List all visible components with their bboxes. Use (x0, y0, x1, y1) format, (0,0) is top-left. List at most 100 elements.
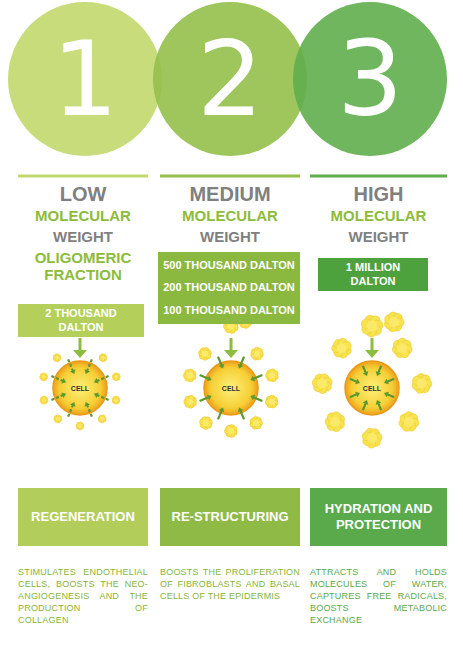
molecule-core (55, 356, 59, 360)
uptake-arrow (68, 359, 73, 372)
divider-line (18, 175, 148, 178)
molecule (225, 425, 238, 438)
effect-description: STIMULATES ENDOTHELIAL CELLS, BOOSTS THE… (18, 566, 148, 626)
label-box: HYDRATION AND PROTECTION (310, 488, 447, 546)
cell-label: CELL (222, 385, 240, 392)
cell-circle: CELL (344, 360, 400, 416)
molecule-core (269, 372, 276, 379)
molecule (265, 395, 278, 408)
dalton-value: 500 THOUSAND DALTON (163, 259, 295, 272)
molecule (200, 417, 213, 430)
uptake-arrowhead (384, 392, 389, 398)
molecule-core (100, 417, 104, 421)
molecule-core (337, 343, 347, 353)
molecule (54, 415, 62, 423)
molecule (266, 369, 279, 382)
weight-class: HIGH (310, 183, 447, 206)
molecule (251, 347, 264, 360)
uptake-arrowhead (363, 400, 369, 405)
uptake-arrowhead (238, 407, 244, 412)
molecule-core (42, 398, 46, 402)
molecule-core (228, 428, 235, 435)
molecule (76, 422, 84, 430)
molecule (332, 338, 352, 358)
uptake-arrowhead (219, 364, 225, 369)
heading-word: MOLECULAR (18, 207, 148, 224)
uptake-arrowhead (85, 369, 91, 374)
circle-fill (293, 2, 447, 156)
uptake-arrowhead (70, 369, 76, 374)
molecule-core (268, 398, 275, 405)
uptake-arrowhead (219, 407, 225, 412)
heading-word: WEIGHT (18, 228, 148, 245)
arrow-head (224, 350, 238, 358)
heading-word: WEIGHT (310, 228, 447, 245)
uptake-arrowhead (376, 371, 382, 376)
uptake-arrowhead (207, 376, 212, 382)
molecule-core (253, 420, 260, 427)
cell-circle: CELL (203, 360, 259, 416)
cell-label: CELL (71, 385, 89, 392)
cell-body (204, 361, 258, 415)
uptake-arrowhead (363, 371, 369, 376)
uptake-arrow (87, 404, 92, 417)
step-number: 1 (52, 27, 118, 131)
molecule (199, 348, 212, 361)
molecule-core (389, 317, 399, 327)
cell-body (345, 361, 399, 415)
molecule-core (78, 424, 82, 428)
uptake-arrowhead (70, 402, 76, 407)
weight-class: MEDIUM (160, 183, 300, 206)
molecule (112, 396, 120, 404)
number-circle: 1 (8, 2, 162, 156)
molecule (412, 374, 432, 394)
molecule-core (56, 417, 60, 421)
molecule-core (254, 350, 261, 357)
step-number: 3 (337, 27, 403, 131)
label-box: 500 THOUSAND DALTON 200 THOUSAND DALTON 10… (158, 252, 300, 324)
uptake-arrowhead (85, 402, 91, 407)
molecule-core (42, 375, 46, 379)
uptake-arrowhead (94, 393, 99, 399)
molecule (53, 354, 61, 362)
molecule (99, 354, 107, 362)
molecule-core (330, 417, 340, 427)
effect-description: ATTRACTS AND HOLDS MOLECULES OF WATER, C… (310, 566, 447, 626)
uptake-arrowhead (355, 392, 360, 398)
uptake-arrowhead (238, 364, 244, 369)
effect-description: BOOSTS THE PROLIFERATION OF FIBROBLASTS … (160, 566, 300, 602)
molecule-core (101, 356, 105, 360)
circle-fill (8, 2, 162, 156)
arrow-head (365, 350, 379, 358)
effect-title: REGENERATION (31, 509, 135, 525)
effect-title: RE-STRUCTURING (172, 509, 289, 525)
effect-title: HYDRATION AND PROTECTION (314, 501, 443, 532)
molecule-core (404, 417, 414, 427)
molecule-core (187, 398, 194, 405)
weight-class: LOW (18, 183, 148, 206)
molecule (361, 315, 383, 337)
dalton-value: 100 THOUSAND DALTON (163, 304, 295, 317)
molecule (250, 417, 263, 430)
arrow-head (73, 350, 87, 358)
arrow-shaft (230, 338, 233, 352)
molecule (312, 374, 332, 394)
molecule-core (397, 343, 407, 353)
molecule-core (114, 375, 118, 379)
heading-word: MOLECULAR (310, 207, 447, 224)
molecule (40, 373, 48, 381)
cell-label: CELL (363, 385, 381, 392)
uptake-arrow (68, 404, 73, 417)
molecule (112, 373, 120, 381)
uptake-arrowhead (94, 378, 99, 384)
uptake-arrowhead (250, 376, 255, 382)
dalton-value: 2 THOUSAND DALTON (22, 307, 140, 333)
molecule (362, 428, 382, 448)
molecule-core (417, 378, 427, 388)
dalton-value: 200 THOUSAND DALTON (163, 281, 295, 294)
uptake-arrowhead (250, 395, 255, 401)
number-circle: 3 (293, 2, 447, 156)
number-circle: 2 (153, 2, 307, 156)
uptake-arrow (51, 376, 64, 381)
molecule (40, 396, 48, 404)
